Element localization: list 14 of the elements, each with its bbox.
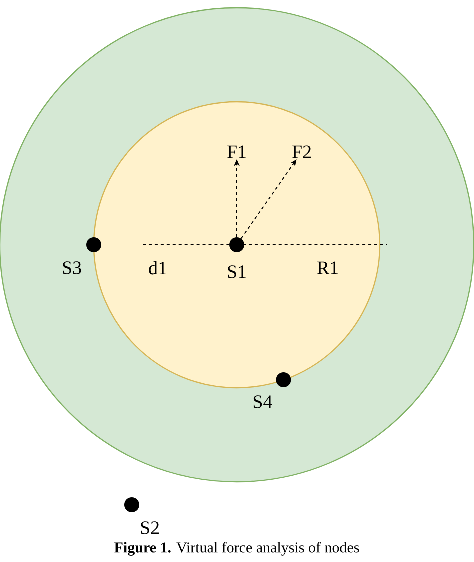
node-label: S1	[228, 266, 246, 278]
node-label: S2	[141, 522, 159, 534]
sensor-dot	[230, 238, 244, 252]
inner-circle	[93, 101, 381, 389]
dimension-label: d1	[149, 261, 166, 275]
caption: Figure 1. Virtual force analysis of nodes	[114, 542, 360, 556]
dimension-label: R1	[317, 262, 338, 274]
force-label: F2	[292, 146, 311, 158]
node-label: S3	[63, 262, 82, 274]
node-label: S4	[254, 396, 272, 408]
sensor-dot	[124, 498, 140, 512]
sensor-dot	[276, 372, 292, 388]
force-label: F1	[228, 146, 246, 158]
sensor-dot	[86, 238, 102, 252]
